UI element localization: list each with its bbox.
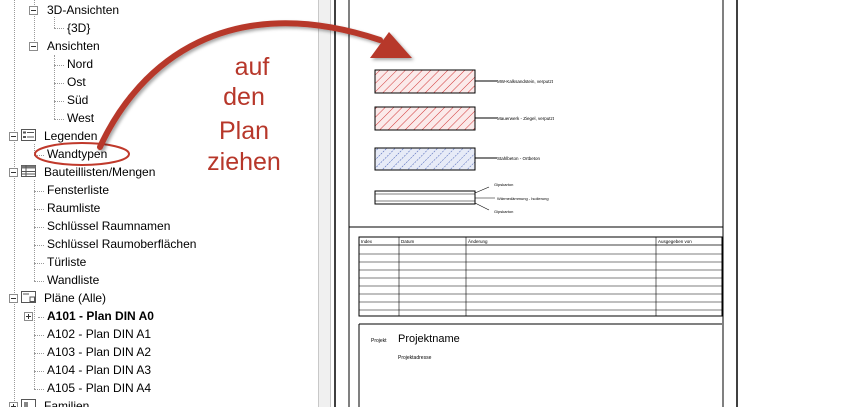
schedule-icon — [21, 165, 36, 177]
expand-toggle-familien[interactable] — [9, 402, 18, 407]
tree-line — [34, 245, 44, 246]
layer-label-gipskarton-bottom: Gipskarton — [494, 209, 513, 214]
annotation-word-3: Plan — [218, 117, 270, 145]
legend-label-ziegel: Mauerwerk - Ziegel, verputzt — [497, 116, 555, 121]
tree-item-ost[interactable]: Ost — [67, 75, 86, 89]
tree-scrollbar[interactable] — [318, 0, 331, 407]
tree-line — [54, 83, 64, 84]
tree-line — [34, 0, 35, 11]
tree-line — [54, 101, 64, 102]
tree-item-nord[interactable]: Nord — [67, 57, 94, 71]
tree-item-west[interactable]: West — [67, 111, 95, 125]
revision-header-aenderung: Änderung — [468, 238, 488, 244]
tree-item-a105[interactable]: A105 - Plan DIN A4 — [47, 381, 152, 395]
tree-line — [34, 389, 44, 390]
collapse-toggle-plaene[interactable] — [9, 294, 18, 303]
revision-header-datum: Datum — [401, 239, 415, 244]
tree-line — [34, 335, 44, 336]
revision-header-ausgegeben: Ausgegeben von — [658, 239, 692, 244]
family-icon — [21, 399, 36, 407]
expand-toggle-a101[interactable] — [24, 312, 33, 321]
legend-label-stahlbeton: Stahlbeton - Ortbeton — [497, 156, 541, 161]
tree-line — [34, 306, 35, 389]
tree-item-a103[interactable]: A103 - Plan DIN A2 — [47, 345, 152, 359]
tree-line — [14, 0, 15, 407]
tree-item-familien[interactable]: Familien — [44, 399, 90, 407]
tree-item-3d-ansichten[interactable]: 3D-Ansichten — [47, 3, 120, 17]
tree-line — [34, 155, 44, 156]
collapse-toggle-3d-ansichten[interactable] — [29, 6, 38, 15]
tree-line — [38, 317, 44, 318]
tree-item-ansichten[interactable]: Ansichten — [47, 39, 100, 53]
tree-item-schluessel-raumnamen[interactable]: Schlüssel Raumnamen — [47, 219, 171, 233]
layer-label-gipskarton-top: Gipskarton — [494, 182, 513, 187]
revision-header-index: Index — [361, 239, 373, 244]
legend-swatch-stahlbeton — [374, 147, 476, 171]
revision-table: Index Datum Änderung Ausgegeben von — [358, 236, 723, 317]
tree-item-plaene[interactable]: Pläne (Alle) — [44, 291, 107, 305]
tree-item-a102[interactable]: A102 - Plan DIN A1 — [47, 327, 152, 341]
tree-item-schluessel-raumoberflaechen[interactable]: Schlüssel Raumoberflächen — [47, 237, 197, 251]
tree-line — [34, 371, 44, 372]
tree-line — [34, 263, 44, 264]
title-block: Projekt Projektname Projektadresse — [358, 323, 722, 407]
legend-swatch-ziegel — [374, 106, 476, 131]
collapse-toggle-bauteillisten[interactable] — [9, 168, 18, 177]
tree-item-wandtypen[interactable]: Wandtypen — [47, 147, 108, 161]
tree-item-a104[interactable]: A104 - Plan DIN A3 — [47, 363, 152, 377]
collapse-toggle-ansichten[interactable] — [29, 42, 38, 51]
tree-item-raumliste[interactable]: Raumliste — [47, 201, 101, 215]
tree-line — [34, 180, 35, 281]
sheet-drawing: MW-Kalksandstein, verputzt Mauerwerk - Z… — [334, 0, 738, 407]
legend-swatch-layered-wall — [374, 190, 476, 205]
sheet-view[interactable]: MW-Kalksandstein, verputzt Mauerwerk - Z… — [331, 0, 848, 407]
tree-line — [54, 17, 55, 28]
annotation-word-4: ziehen — [207, 148, 281, 176]
tree-item-tuerliste[interactable]: Türliste — [47, 255, 87, 269]
tree-line — [54, 55, 55, 119]
tree-line — [34, 191, 44, 192]
tree-item-sued[interactable]: Süd — [67, 93, 89, 107]
sheet-icon — [21, 291, 36, 303]
tree-item-3d-view[interactable]: {3D} — [67, 21, 91, 35]
title-block-label: Projekt — [371, 338, 387, 344]
tree-line — [34, 281, 44, 282]
tree-item-legenden[interactable]: Legenden — [44, 129, 98, 143]
tree-item-wandliste[interactable]: Wandliste — [47, 273, 100, 287]
tree-line — [54, 28, 64, 29]
title-block-project-address: Projektadresse — [398, 355, 432, 361]
tree-line — [34, 227, 44, 228]
layer-label-waermedaemmung: Wärmedämmung - Isolierung — [497, 196, 549, 201]
collapse-toggle-legenden[interactable] — [9, 132, 18, 141]
tree-line — [54, 65, 64, 66]
annotation-word-1: auf — [234, 53, 270, 81]
tree-line — [54, 119, 64, 120]
tree-item-fensterliste[interactable]: Fensterliste — [47, 183, 110, 197]
tree-item-a101[interactable]: A101 - Plan DIN A0 — [47, 309, 154, 323]
tree-line — [34, 353, 44, 354]
tree-line — [34, 11, 35, 47]
legend-swatch-kalksandstein — [374, 69, 476, 94]
tree-line — [34, 144, 35, 155]
legend-icon — [21, 129, 36, 141]
annotation-word-2: den — [223, 83, 265, 111]
legend-label-kalksandstein: MW-Kalksandstein, verputzt — [497, 79, 554, 84]
tree-line — [34, 209, 44, 210]
tree-item-bauteillisten[interactable]: Bauteillisten/Mengen — [44, 165, 156, 179]
title-block-project-name: Projektname — [398, 333, 460, 345]
